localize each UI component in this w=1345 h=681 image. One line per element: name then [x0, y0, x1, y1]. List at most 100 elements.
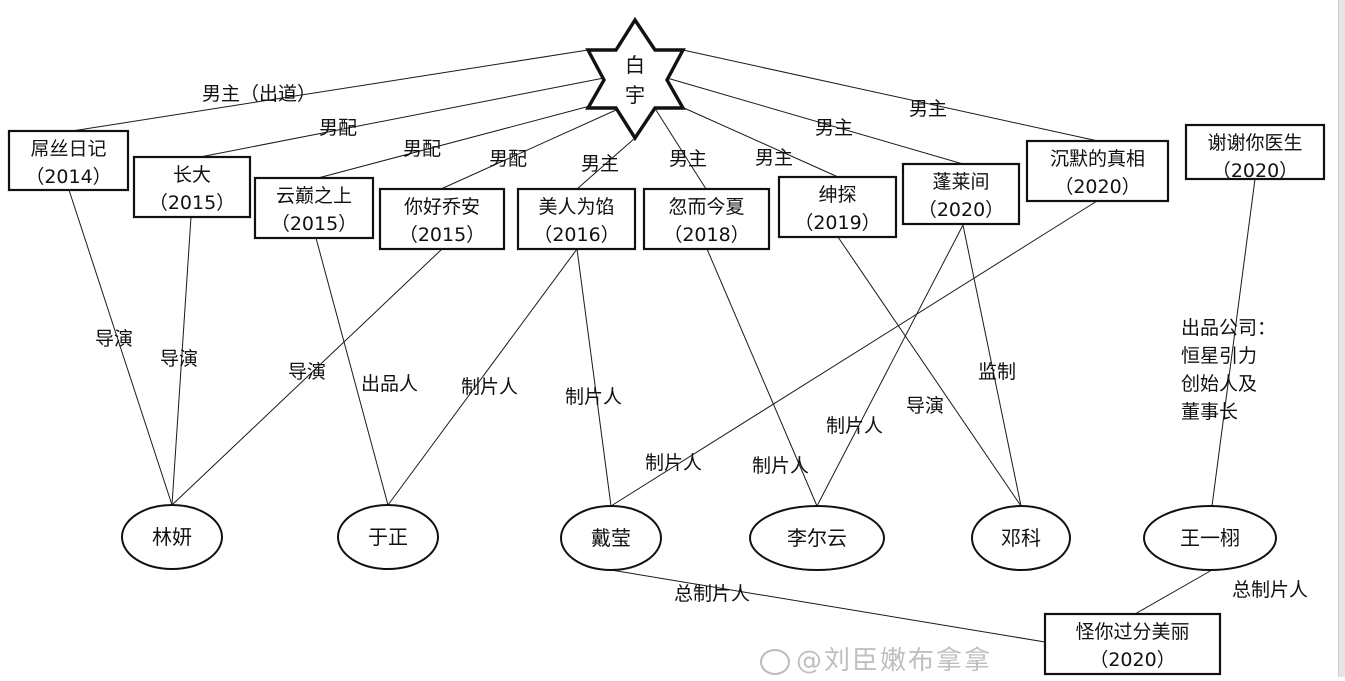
person-ellipse: [121, 504, 223, 570]
crew-edge-w10-p5: [1134, 569, 1213, 615]
person-node-p3[interactable]: 李尔云: [749, 505, 885, 571]
actor-edge-w8: [682, 49, 1099, 142]
actor-edge-w5: [655, 109, 707, 190]
work-title: 美人为馅: [538, 196, 614, 218]
person-ellipse: [560, 505, 662, 571]
crew-role-label: 导演: [288, 361, 326, 383]
work-title: 长大: [173, 164, 211, 186]
crew-edge-w6-p4: [837, 236, 1022, 507]
vertical-scrollbar[interactable]: [1338, 0, 1345, 677]
actor-role-label: 男主: [909, 98, 947, 120]
person-name: 王一栩: [1180, 526, 1240, 550]
watermark-text: @刘臣嫩布拿拿: [796, 646, 993, 676]
work-title: 忽而今夏: [668, 196, 744, 218]
person-ellipse: [971, 505, 1071, 571]
person-name: 戴莹: [591, 526, 631, 550]
crew-role-label: 出品人: [361, 373, 418, 395]
work-box: [253, 176, 375, 240]
work-box: [1043, 612, 1222, 676]
star-shape-icon: [585, 16, 686, 142]
weibo-logo-icon: [760, 648, 790, 675]
person-ellipse: [1143, 505, 1277, 571]
work-node-w10[interactable]: 怪你过分美丽（2020）: [1043, 612, 1222, 676]
actor-edge-w1: [199, 77, 605, 158]
work-title: 绅探: [818, 184, 856, 206]
crew-edge-w5-p3: [706, 248, 818, 507]
person-node-p2[interactable]: 戴莹: [560, 505, 662, 571]
actor-role-label: 男主: [669, 148, 707, 170]
crew-role-label: 导演: [95, 328, 133, 350]
actor-edge-w0: [71, 49, 589, 132]
work-year: （2020）: [1089, 649, 1175, 671]
crew-role-label: 总制片人: [1232, 579, 1308, 601]
work-year: （2015）: [399, 224, 485, 246]
crew-edge-w10-p2: [610, 569, 1046, 643]
crew-edge-w8-p2: [610, 200, 1098, 507]
work-year: （2015）: [271, 213, 357, 235]
crew-role-label: 制片人: [645, 452, 702, 474]
work-year: （2018）: [663, 224, 749, 246]
actor-role-label: 男配: [403, 138, 441, 160]
work-node-w1[interactable]: 长大 （2015）: [132, 155, 252, 219]
crew-role-label: 导演: [160, 348, 198, 370]
crew-role-label: 出品公司：恒星引力创始人及董事长: [1181, 317, 1276, 423]
work-year: （2020）: [918, 199, 1004, 221]
work-box: [378, 187, 506, 251]
work-node-w4[interactable]: 美人为馅 （2016）: [516, 187, 637, 251]
work-year: （2014）: [25, 166, 111, 188]
actor-edge-w7: [666, 77, 964, 165]
crew-role-label-line: 出品公司：: [1181, 317, 1276, 339]
person-name: 林妍: [152, 525, 192, 549]
work-node-w8[interactable]: 沉默的真相（2020）: [1025, 139, 1170, 203]
center-name-line2: 宇: [625, 83, 645, 107]
person-node-p1[interactable]: 于正: [337, 504, 439, 570]
crew-edge-w2-p1: [315, 237, 389, 506]
work-node-w3[interactable]: 你好乔安 （2015）: [378, 187, 506, 251]
work-title: 屌丝日记: [30, 138, 106, 160]
work-node-w9[interactable]: 谢谢你医生 （2020）: [1184, 123, 1326, 182]
person-node-p4[interactable]: 邓科: [971, 505, 1071, 571]
crew-role-label: 制片人: [461, 376, 518, 398]
work-box: [642, 187, 771, 251]
work-node-w6[interactable]: 绅探（2019）: [777, 175, 898, 239]
work-title: 你好乔安: [404, 196, 480, 218]
person-name: 邓科: [1001, 526, 1041, 550]
actor-role-label: 男主（出道）: [202, 83, 316, 105]
work-node-w0[interactable]: 屌丝日记 （2014）: [7, 129, 130, 192]
person-ellipse: [749, 505, 885, 571]
crew-edge-w1-p0: [171, 216, 192, 506]
work-node-w7[interactable]: 蓬莱间（2020）: [901, 162, 1021, 226]
work-box: [1025, 139, 1170, 203]
crew-edge-w7-p4: [962, 224, 1022, 507]
work-year: （2015）: [149, 192, 235, 214]
crew-edge-w0-p0: [68, 189, 173, 506]
work-year: （2020）: [1212, 160, 1298, 182]
crew-edge-w9-p5: [1211, 178, 1256, 507]
actor-role-label: 男主: [755, 147, 793, 169]
person-node-p0[interactable]: 林妍: [121, 504, 223, 570]
crew-role-label-line: 董事长: [1181, 401, 1238, 423]
work-title: 谢谢你医生: [1207, 132, 1302, 154]
crew-edge-w4-p2: [576, 248, 612, 507]
actor-edge-w2: [317, 105, 591, 179]
actor-edge-w3: [440, 109, 617, 190]
actor-edge-w4: [576, 137, 636, 190]
work-node-w5[interactable]: 忽而今夏 （2018）: [642, 187, 771, 251]
work-year: （2016）: [533, 224, 619, 246]
work-title: 云巅之上: [276, 185, 352, 207]
person-node-p5[interactable]: 王一栩: [1143, 505, 1277, 571]
crew-edge-w3-p0: [171, 248, 443, 506]
center-star-node[interactable]: 白宇: [585, 16, 686, 142]
actor-role-label: 男配: [319, 117, 357, 139]
work-node-w2[interactable]: 云巅之上 （2015）: [253, 176, 375, 240]
work-box: [516, 187, 637, 251]
crew-edge-w7-p3: [816, 224, 964, 507]
work-box: [777, 175, 898, 239]
crew-role-label: 制片人: [565, 386, 622, 408]
actor-edge-w6: [683, 107, 839, 178]
actor-role-label: 男主: [581, 153, 619, 175]
center-name-line1: 白: [625, 53, 645, 77]
crew-role-label: 制片人: [826, 415, 883, 437]
